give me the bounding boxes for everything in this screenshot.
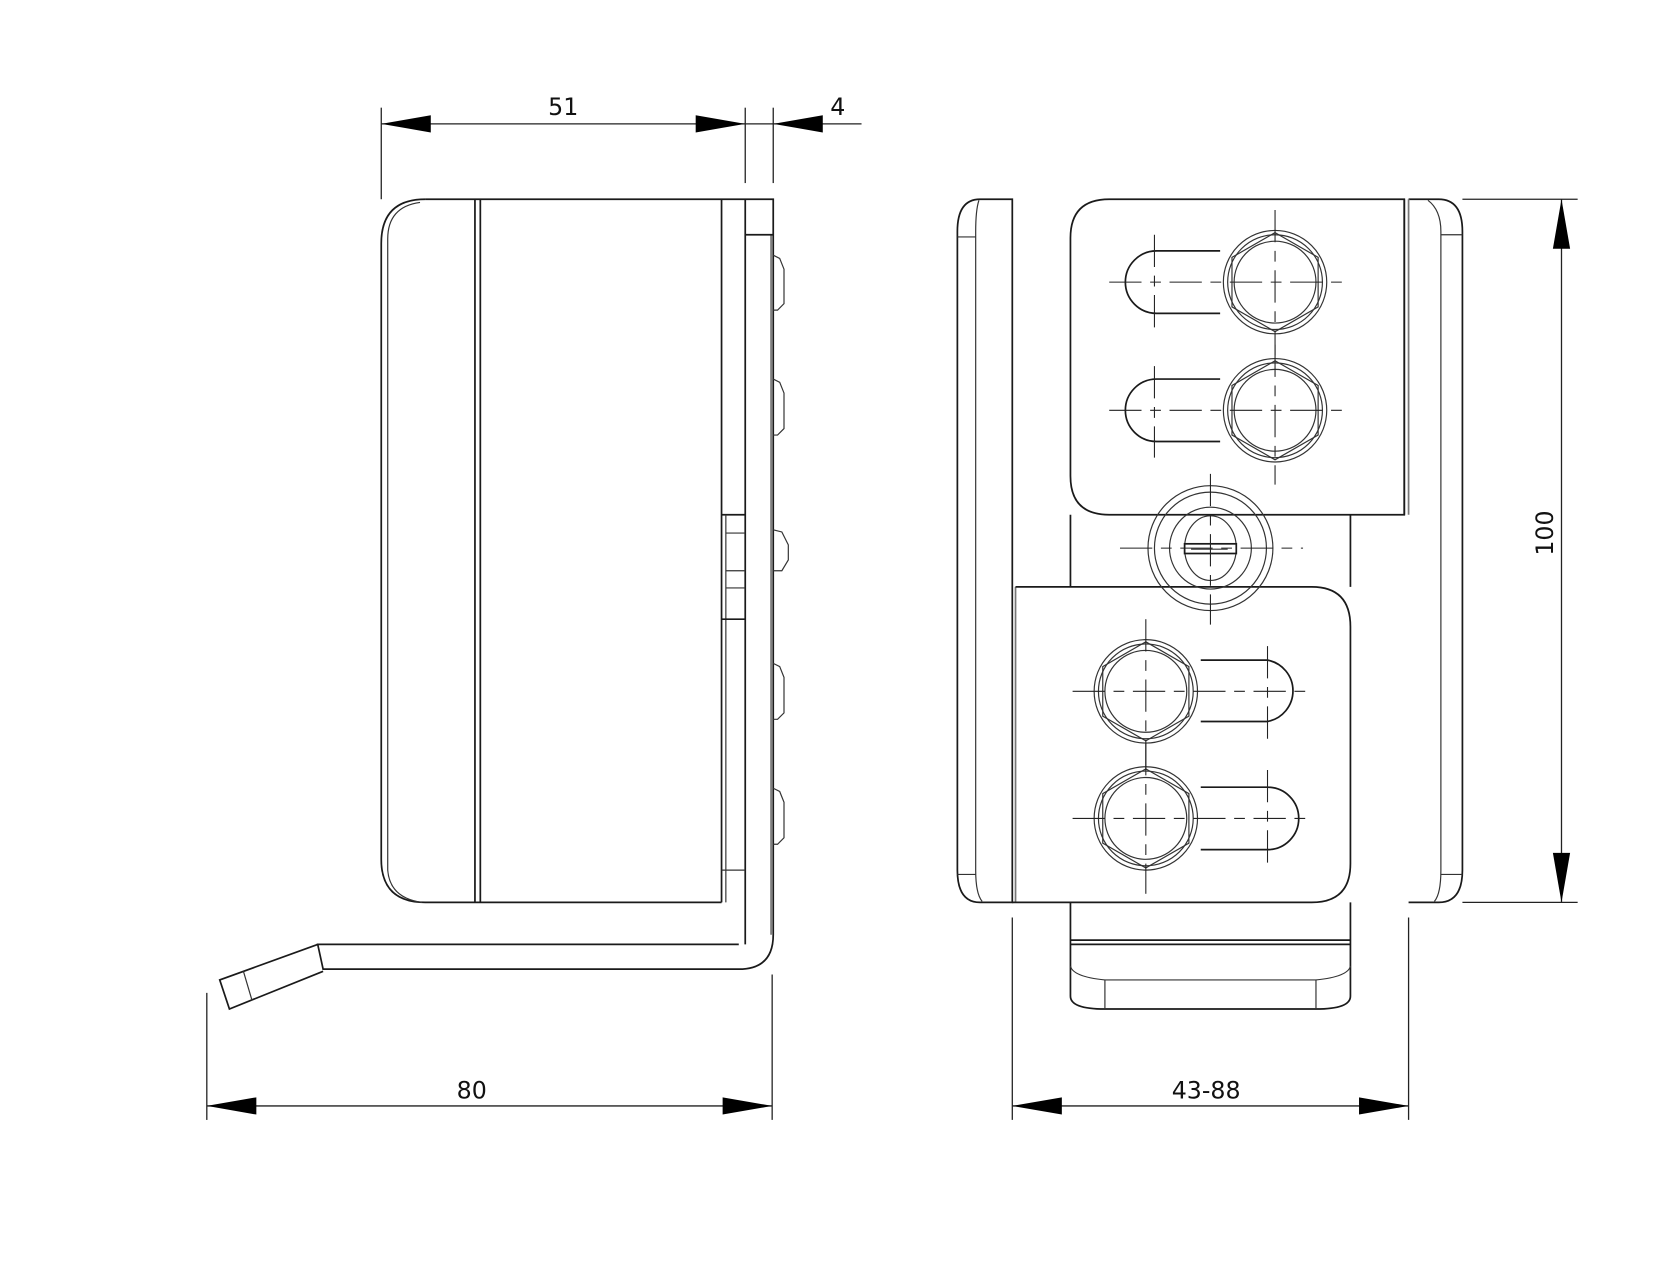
dimension-100: 100 <box>1462 198 1578 904</box>
dimension-43-88: 43-88 <box>1011 917 1410 1120</box>
dim-label-100: 100 <box>1531 510 1559 555</box>
dim-label-43-88: 43-88 <box>1172 1076 1241 1104</box>
side-view <box>218 198 789 1011</box>
dim-label-4: 4 <box>830 93 845 121</box>
front-view <box>956 198 1464 1010</box>
dimension-51: 51 <box>380 93 746 200</box>
center-lines <box>1072 209 1347 894</box>
dim-label-51: 51 <box>548 93 578 121</box>
dimension-80: 80 <box>206 974 773 1120</box>
dimension-4: 4 <box>745 93 862 184</box>
dim-label-80: 80 <box>457 1076 487 1104</box>
